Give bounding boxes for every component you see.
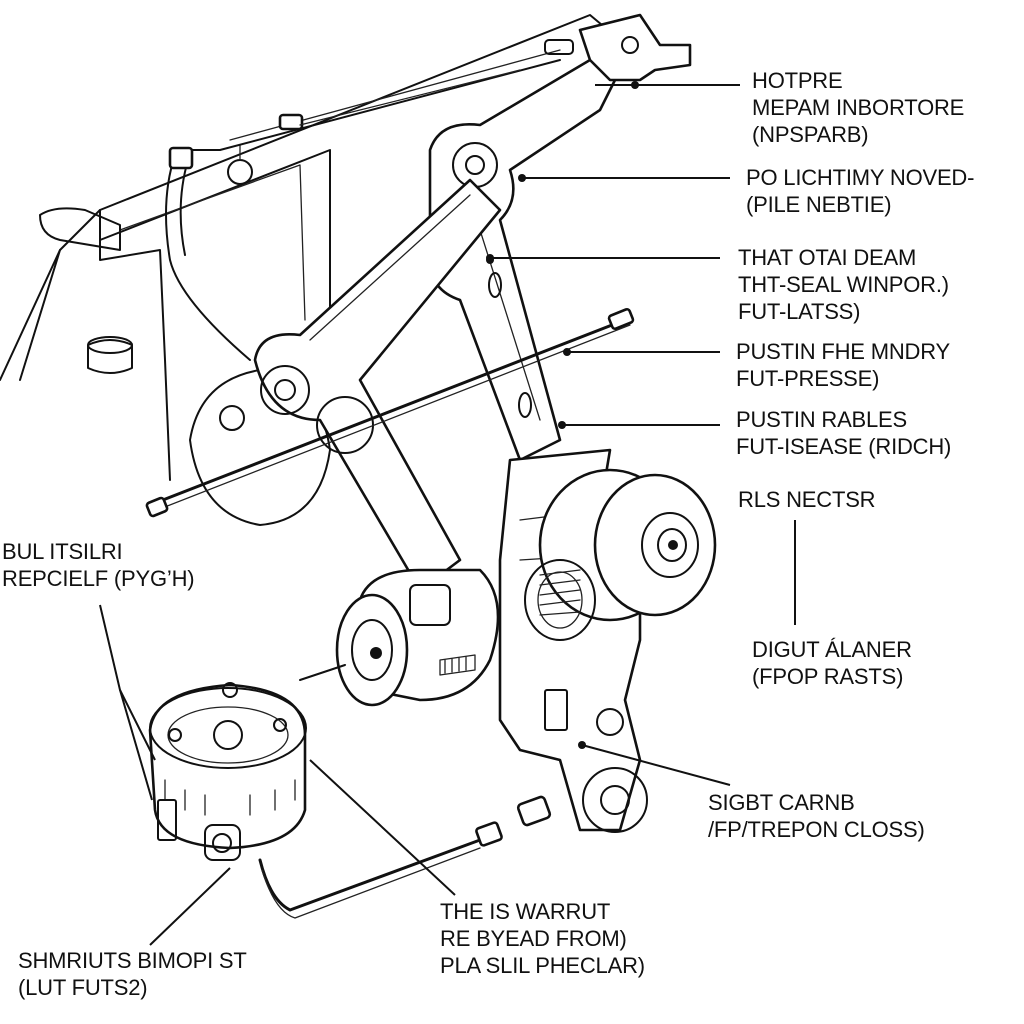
callout-line: RE BYEAD FROM) bbox=[440, 926, 627, 951]
callout-line: (PILE NEBTIE) bbox=[746, 192, 892, 217]
callout-line: PLA SLIL PHECLAR) bbox=[440, 953, 645, 978]
callout-pustin-mndry: PUSTIN FHE MNDRY FUT-PRESSE) bbox=[736, 338, 950, 392]
callout-line: HOTPRE bbox=[752, 68, 843, 93]
callout-line: THE IS WARRUT bbox=[440, 899, 611, 924]
callout-hotpre: HOTPRE MEPAM INBORTORE (NPSPARB) bbox=[752, 67, 964, 148]
center-cylinder bbox=[299, 568, 500, 707]
callout-line: THAT OTAI DEAM bbox=[738, 245, 917, 270]
callout-that-otai: THAT OTAI DEAM THT-SEAL WINPOR.) FUT-LAT… bbox=[738, 244, 949, 325]
callout-line: SHMRIUTS BIMOPI ST bbox=[18, 948, 247, 973]
callout-sigbt-carnb: SIGBT CARNB /FP/TREPON CLOSS) bbox=[708, 789, 925, 843]
leader-lines bbox=[99, 81, 796, 946]
callout-line: FUT-ISEASE (RIDCH) bbox=[736, 434, 952, 459]
callout-line: FUT-PRESSE) bbox=[736, 366, 880, 391]
callout-pustin-rables: PUSTIN RABLES FUT-ISEASE (RIDCH) bbox=[736, 406, 951, 460]
callout-line: PUSTIN FHE MNDRY bbox=[736, 339, 950, 364]
motor-left bbox=[148, 682, 307, 861]
callout-shmriuts: SHMRIUTS BIMOPI ST (LUT FUTS2) bbox=[18, 947, 247, 1001]
callout-line: REPCIELF (PYG’H) bbox=[2, 566, 195, 591]
callout-po-lichtimy: PO LICHTIMY NOVED- (PILE NEBTIE) bbox=[746, 164, 974, 218]
callout-digut-alaner: DIGUT ÁLANER (FPOP RASTS) bbox=[752, 636, 912, 690]
callout-line: /FP/TREPON CLOSS) bbox=[708, 817, 925, 842]
callout-line: SIGBT CARNB bbox=[708, 790, 855, 815]
callout-line: PO LICHTIMY NOVED- bbox=[746, 165, 975, 190]
callout-line: (NPSPARB) bbox=[752, 122, 869, 147]
callout-line: MEPAM INBORTORE bbox=[752, 95, 965, 120]
motor-right bbox=[524, 468, 717, 641]
callout-bul-itsilri: BUL ITSILRI REPCIELF (PYG’H) bbox=[2, 538, 195, 592]
callout-line: (FPOP RASTS) bbox=[752, 664, 904, 689]
lower-cable bbox=[258, 795, 552, 919]
callout-line: FUT-LATSS) bbox=[738, 299, 861, 324]
callout-line: THT-SEAL WINPOR.) bbox=[738, 272, 949, 297]
callout-line: PUSTIN RABLES bbox=[736, 407, 908, 432]
callout-line: DIGUT ÁLANER bbox=[752, 637, 912, 662]
cross-rod bbox=[145, 307, 635, 518]
callout-rls-nectsr: RLS NECTSR bbox=[738, 486, 876, 513]
callout-line: RLS NECTSR bbox=[738, 487, 876, 512]
callout-line: BUL ITSILRI bbox=[2, 539, 123, 564]
callout-line: (LUT FUTS2) bbox=[18, 975, 148, 1000]
upper-cable bbox=[165, 49, 561, 361]
callout-theis-warrut: THE IS WARRUT RE BYEAD FROM) PLA SLIL PH… bbox=[440, 898, 645, 979]
